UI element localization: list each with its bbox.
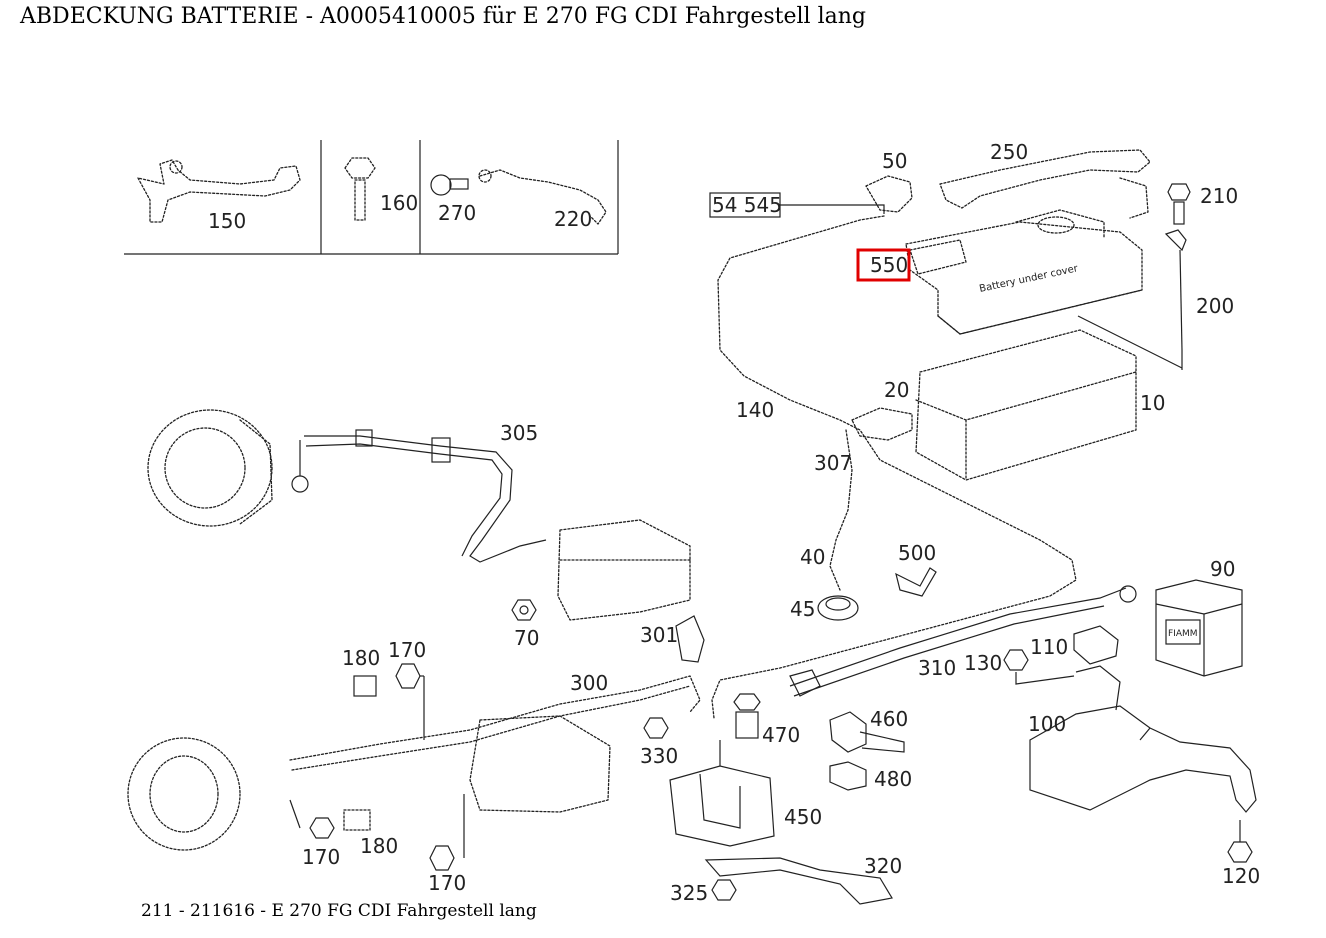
leader-54545 (709, 192, 885, 218)
part-100-tray (1029, 665, 1257, 813)
alternator-lower (127, 737, 241, 851)
callout-170-lower: 170 (428, 871, 466, 895)
callout-110: 110 (1030, 635, 1068, 659)
part-270-bolt (430, 174, 469, 196)
callout-40: 40 (800, 545, 825, 569)
callout-54545: 54 545 (712, 193, 782, 217)
callout-305: 305 (500, 421, 538, 445)
callout-210: 210 (1200, 184, 1238, 208)
part-325-nut (711, 879, 737, 901)
callout-301: 301 (640, 623, 678, 647)
part-450-holder (669, 740, 775, 847)
battery-cover-label: Battery under cover (978, 263, 1079, 295)
part-130-nut (1003, 649, 1075, 685)
callout-320: 320 (864, 854, 902, 878)
callout-labels: 150 160 270 220 50 250 210 54 545 550 20… (208, 140, 1260, 905)
part-160-nut (344, 157, 376, 221)
battery-brand-label: FIAMM (1168, 629, 1198, 639)
callout-120: 120 (1222, 864, 1260, 888)
callout-50: 50 (882, 149, 907, 173)
part-220-cable (478, 169, 607, 225)
part-320-bracket (704, 857, 893, 905)
callout-220: 220 (554, 207, 592, 231)
callout-270: 270 (438, 201, 476, 225)
part-170-nut-lower (429, 794, 465, 871)
part-45-grommet (817, 595, 859, 621)
part-250-cable (939, 149, 1151, 219)
callout-150: 150 (208, 209, 246, 233)
callout-45: 45 (790, 597, 815, 621)
callout-500: 500 (898, 541, 936, 565)
starter-motor-upper (557, 519, 691, 621)
part-300-cable (289, 675, 701, 771)
callout-200: 200 (1196, 294, 1234, 318)
part-150-bracket (137, 159, 301, 223)
part-500-bracket (895, 567, 937, 597)
part-180-stud-lower (343, 809, 371, 831)
callout-550: 550 (870, 253, 908, 277)
part-210-bolt (1167, 183, 1191, 225)
part-301-clamp (675, 615, 705, 663)
callout-480: 480 (874, 767, 912, 791)
callout-130: 130 (964, 651, 1002, 675)
alternator-upper (147, 409, 273, 527)
page-title: ABDECKUNG BATTERIE - A0005410005 für E 2… (20, 4, 866, 29)
callout-470: 470 (762, 723, 800, 747)
part-70-nut (511, 599, 537, 621)
callout-180-lower: 180 (360, 834, 398, 858)
footer-model-caption: 211 - 211616 - E 270 FG CDI Fahrgestell … (141, 901, 537, 921)
part-470-fuse (733, 693, 761, 739)
part-170-nut-left (289, 799, 335, 839)
part-50-clip (865, 175, 913, 213)
part-310-cable (789, 585, 1137, 697)
callout-170-left: 170 (302, 845, 340, 869)
part-10-battery (915, 329, 1137, 481)
callout-450: 450 (784, 805, 822, 829)
battery-cover-assembly (905, 209, 1143, 335)
callout-325: 325 (670, 881, 708, 905)
highlight-550-box (856, 248, 911, 282)
part-170-nut-upper (395, 663, 425, 740)
part-330-nut (643, 717, 669, 739)
callout-250: 250 (990, 140, 1028, 164)
part-140-cable (711, 215, 1077, 719)
part-110-relay (1073, 625, 1119, 665)
callout-160: 160 (380, 191, 418, 215)
callout-10: 10 (1140, 391, 1165, 415)
part-20-clamp (851, 407, 913, 441)
part-305-cable (291, 429, 547, 563)
callout-90: 90 (1210, 557, 1235, 581)
part-460-terminal (829, 711, 905, 753)
part-480-terminal (829, 761, 867, 791)
detail-panel-frame (124, 140, 619, 255)
part-200-strap (1077, 229, 1187, 370)
callout-100: 100 (1028, 712, 1066, 736)
callout-20: 20 (884, 378, 909, 402)
starter-motor-lower (469, 715, 611, 813)
callout-70: 70 (514, 626, 539, 650)
callout-307: 307 (814, 451, 852, 475)
callout-300: 300 (570, 671, 608, 695)
callout-170-upper: 170 (388, 638, 426, 662)
part-180-stud (353, 675, 377, 697)
part-90-battery (1155, 579, 1243, 677)
callout-140: 140 (736, 398, 774, 422)
callout-180-upper: 180 (342, 646, 380, 670)
part-307-cable (829, 429, 853, 591)
callout-460: 460 (870, 707, 908, 731)
callout-330: 330 (640, 744, 678, 768)
part-120-nut (1227, 820, 1253, 863)
callout-310: 310 (918, 656, 956, 680)
